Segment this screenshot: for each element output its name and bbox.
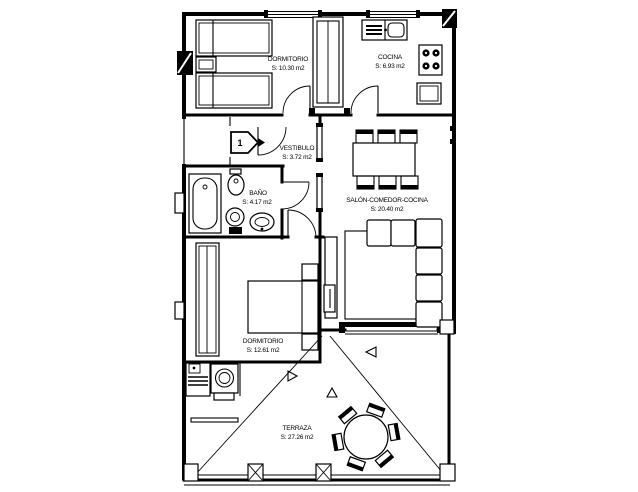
room-labels: DORMITORIO S: 10.30 m2 COCINA S: 6.93 m2… <box>242 54 429 441</box>
bedroom2-door <box>287 209 317 238</box>
label-vestibule-name: VESTIBULO <box>280 145 315 152</box>
entrance-unit-number: 1 <box>237 138 242 148</box>
stove <box>418 44 443 76</box>
fridge <box>416 82 442 105</box>
bedroom1-beds <box>195 19 273 109</box>
wardrobe <box>195 242 220 357</box>
label-bedroom1-name: DORMITORIO <box>268 56 308 63</box>
label-bathroom-area: S: 4.17 m2 <box>242 199 272 206</box>
utility-shelf <box>190 417 239 423</box>
window-top-left <box>264 9 322 19</box>
bedroom1-door <box>282 85 311 114</box>
laundry-sink <box>185 362 211 397</box>
entrance-marker: 1 <box>230 131 265 154</box>
toilet <box>225 207 245 234</box>
salon-door-leaves <box>316 123 323 212</box>
kitchen-sink <box>361 19 408 41</box>
label-bedroom2-area: S: 12.61 m2 <box>247 347 280 354</box>
label-bathroom-name: BAÑO <box>249 188 267 197</box>
kitchen-door <box>350 85 379 114</box>
terrace-bottom-wall <box>182 319 456 486</box>
bedroom2-bed <box>247 263 319 351</box>
label-kitchen-area: S: 6.93 m2 <box>375 63 405 70</box>
bathtub <box>188 173 222 234</box>
bidet <box>227 168 245 196</box>
wall-markers <box>174 9 457 370</box>
window-top-right <box>366 9 420 19</box>
column-x-1 <box>247 463 264 482</box>
terrace-slope-lines <box>195 335 443 475</box>
label-kitchen-name: COCINA <box>378 54 403 61</box>
tv-unit <box>323 236 338 319</box>
label-bedroom1-area: S: 10.30 m2 <box>272 65 305 72</box>
label-salon-name: SALÓN-COMEDOR-COCINA <box>346 195 428 204</box>
sofa <box>366 218 443 328</box>
column-x-2 <box>315 463 332 482</box>
terrace-direction-markers <box>287 346 377 398</box>
terrace-round-table <box>331 402 401 472</box>
bathroom-door <box>281 181 310 210</box>
washing-machine <box>210 363 239 401</box>
closet <box>312 16 344 108</box>
inner-walls <box>182 113 456 396</box>
label-salon-area: S: 20.40 m2 <box>371 206 404 213</box>
label-terrace-area: S: 27.26 m2 <box>281 434 314 441</box>
label-bedroom2-name: DORMITORIO <box>243 338 283 345</box>
bathroom-sink <box>249 212 275 232</box>
label-terrace-name: TERRAZA <box>283 425 313 432</box>
label-vestibule-area: S: 3.72 m2 <box>282 154 312 161</box>
dining-table <box>352 129 419 190</box>
